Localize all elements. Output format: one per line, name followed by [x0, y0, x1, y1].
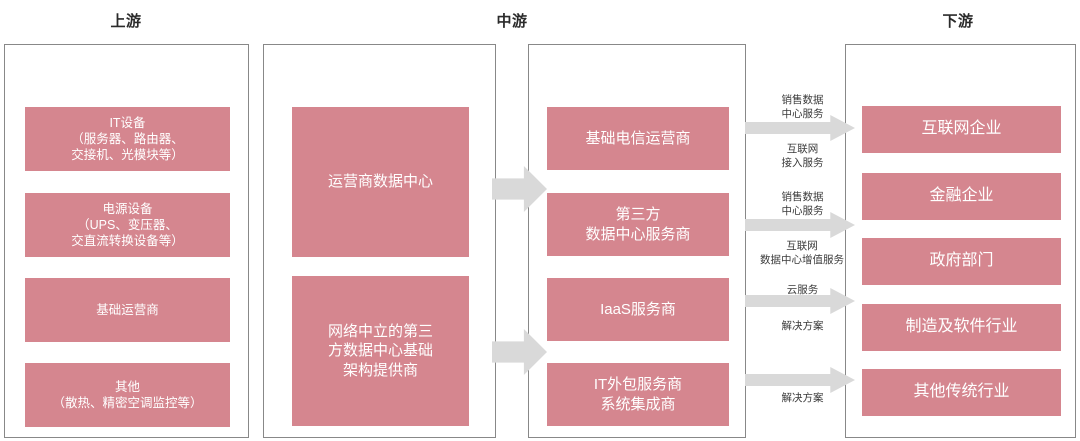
node-label: 其他传统行业 [913, 383, 1010, 401]
node-label: 网络中立的第三 方数据中心基础 架构提供商 [327, 323, 433, 379]
arrow-cloud-to-users-4-icon [745, 367, 855, 393]
node-label: 制造及软件行业 [905, 318, 1018, 336]
arrow-idc-to-cloud-1-icon [492, 166, 547, 212]
column-midstream-idc-service: IDC服务/集成/运维运营商数据中心网络中立的第三 方数据中心基础 架构提供商 [263, 44, 496, 438]
node-midstream-cloud-service-1[interactable]: 第三方 数据中心服务商 [547, 193, 729, 256]
node-label: IT设备 （服务器、路由器、 交接机、光模块等） [71, 116, 184, 162]
node-label: 政府部门 [929, 252, 994, 270]
node-label: 第三方 数据中心服务商 [585, 206, 691, 243]
node-midstream-cloud-service-0[interactable]: 基础电信运营商 [547, 107, 729, 170]
node-label: 基础运营商 [96, 303, 159, 317]
node-upstream-infrastructure-3[interactable]: 其他 （散热、精密空调监控等） [25, 363, 230, 427]
node-upstream-infrastructure-1[interactable]: 电源设备 （UPS、变压器、 交直流转换设备等） [25, 193, 230, 257]
column-midstream-cloud-service: 云服务及相关解决方案基础电信运营商第三方 数据中心服务商IaaS服务商IT外包服… [528, 44, 746, 438]
arrow-cloud-to-users-3-icon [745, 288, 855, 314]
label-internet-dc-value-added-service: 互联网 数据中心增值服务 [760, 240, 844, 267]
node-upstream-infrastructure-0[interactable]: IT设备 （服务器、路由器、 交接机、光模块等） [25, 107, 230, 171]
label-internet-access-service: 互联网 接入服务 [781, 143, 824, 170]
node-label: 电源设备 （UPS、变压器、 交直流转换设备等） [71, 202, 184, 248]
arrow-cloud-to-users-2-icon [745, 212, 855, 238]
node-label: 基础电信运营商 [585, 129, 691, 147]
node-label: 运营商数据中心 [327, 173, 433, 191]
node-downstream-end-users-4[interactable]: 其他传统行业 [862, 369, 1061, 416]
column-upstream-infrastructure: 基础设施IT设备 （服务器、路由器、 交接机、光模块等）电源设备 （UPS、变压… [4, 44, 249, 438]
node-label: 金融企业 [929, 187, 994, 205]
node-downstream-end-users-2[interactable]: 政府部门 [862, 238, 1061, 285]
node-downstream-end-users-1[interactable]: 金融企业 [862, 173, 1061, 220]
label-solution-1: 解决方案 [781, 320, 824, 332]
arrow-idc-to-cloud-2-icon [492, 329, 547, 375]
node-midstream-cloud-service-2[interactable]: IaaS服务商 [547, 278, 729, 341]
label-sales-dc-service-1: 销售数据 中心服务 [781, 94, 824, 121]
node-midstream-idc-service-1[interactable]: 网络中立的第三 方数据中心基础 架构提供商 [292, 276, 469, 426]
node-downstream-end-users-3[interactable]: 制造及软件行业 [862, 304, 1061, 351]
node-downstream-end-users-0[interactable]: 互联网企业 [862, 106, 1061, 153]
stage-title-0: 上游 [110, 13, 142, 30]
node-label: IaaS服务商 [600, 300, 676, 318]
node-midstream-idc-service-0[interactable]: 运营商数据中心 [292, 107, 469, 257]
label-sales-dc-service-2: 销售数据 中心服务 [781, 191, 824, 218]
label-solution-2: 解决方案 [781, 392, 824, 404]
node-label: 其他 （散热、精密空调监控等） [52, 380, 203, 410]
node-upstream-infrastructure-2[interactable]: 基础运营商 [25, 278, 230, 342]
node-midstream-cloud-service-3[interactable]: IT外包服务商 系统集成商 [547, 363, 729, 426]
stage-title-1: 中游 [496, 13, 528, 30]
label-cloud-service: 云服务 [786, 284, 819, 296]
column-downstream-end-users: 最终用户互联网企业金融企业政府部门制造及软件行业其他传统行业 [845, 44, 1076, 438]
stage-title-2: 下游 [942, 13, 974, 30]
arrow-cloud-to-users-1-icon [745, 115, 855, 141]
node-label: IT外包服务商 系统集成商 [593, 376, 683, 413]
node-label: 互联网企业 [921, 120, 1002, 138]
